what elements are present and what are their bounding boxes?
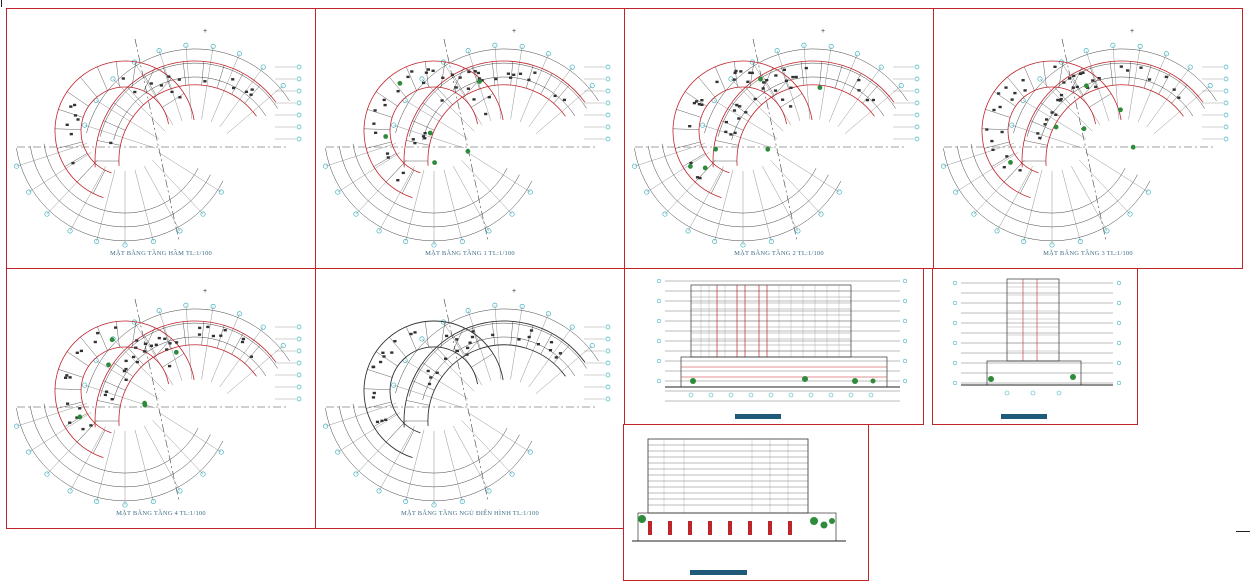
north-mark: + (203, 288, 207, 295)
front-elevation-drawing (656, 278, 908, 402)
rear-elevation-drawing (632, 438, 846, 542)
floor4-plan-drawing: + (14, 288, 302, 508)
sheet-typical-floor-plan: + MẶT BẰNG TẦNG NGỦ ĐIỂN HÌNH TL:1/100 (315, 268, 625, 529)
floor2-plan-drawing: + (632, 28, 920, 248)
grid-arcs (325, 308, 599, 502)
sheet-title: MẶT BẰNG TẦNG 4 TL:1/100 (116, 510, 206, 517)
planting (688, 76, 823, 171)
floor3-plan-drawing: + (941, 28, 1229, 248)
sheet-side-elevation (932, 268, 1138, 425)
sheet-title: MẶT BẰNG TẦNG 1 TL:1/100 (425, 250, 515, 257)
sheet-floor3-plan: + MẶT BẰNG TẦNG 3 TL:1/100 (933, 8, 1243, 269)
radial-grid (16, 45, 296, 245)
furniture (985, 65, 1181, 172)
grid-bubbles (632, 42, 920, 248)
side-elevation-drawing (952, 278, 1122, 396)
radial-grid (943, 45, 1223, 245)
sheet-floor2-plan: + MẶT BẰNG TẦNG 2 TL:1/100 (624, 8, 934, 269)
axis-line (134, 38, 180, 242)
north-mark: + (512, 288, 516, 295)
radial-grid (16, 305, 296, 505)
building-footprint (54, 60, 277, 198)
grid-arcs (634, 48, 908, 242)
typical-floor-plan-drawing: + (323, 288, 611, 508)
corner-mark (1, 0, 2, 7)
furniture (372, 68, 566, 182)
building-footprint (981, 60, 1204, 198)
furniture (65, 75, 254, 165)
sheet-floor1-plan: + MẶT BẰNG TẦNG 1 TL:1/100 (315, 8, 625, 269)
grid-bubbles (14, 302, 302, 508)
axis-line (134, 298, 180, 502)
axis-line (1061, 38, 1107, 242)
sheet-title: MẶT BẰNG TẦNG HẦM TL:1/100 (110, 250, 212, 257)
sheet-rear-elevation (623, 424, 869, 581)
north-mark: + (821, 28, 825, 35)
radial-grid (634, 45, 914, 245)
building-footprint (363, 60, 586, 198)
elevation-title-bar (735, 414, 781, 419)
grid-bubbles (14, 42, 302, 248)
floor1-plan-drawing: + (323, 28, 611, 248)
grid-bubbles (323, 302, 611, 508)
grid-arcs (16, 308, 290, 502)
room-partitions (55, 321, 261, 454)
north-mark: + (512, 28, 516, 35)
sheet-basement-plan: + MẶT BẰNG TẦNG HẦM TL:1/100 (6, 8, 316, 269)
room-partitions (364, 321, 570, 454)
sheet-title: MẶT BẰNG TẦNG NGỦ ĐIỂN HÌNH TL:1/100 (401, 510, 539, 517)
planting (77, 337, 179, 420)
grid-arcs (16, 48, 290, 242)
room-partitions (55, 61, 261, 194)
grid-bubbles (323, 42, 611, 248)
axis-line (752, 38, 798, 242)
building-footprint (672, 60, 895, 198)
axis-line (443, 38, 489, 242)
north-mark: + (203, 28, 207, 35)
grid-bubbles (941, 42, 1229, 248)
room-partitions (364, 61, 570, 194)
radial-grid (325, 305, 605, 505)
elevation-title-bar (690, 570, 747, 575)
room-partitions (673, 61, 879, 194)
grid-arcs (325, 48, 599, 242)
furniture (64, 325, 253, 431)
planting (1008, 83, 1136, 165)
grid-arcs (943, 48, 1217, 242)
planting (383, 79, 482, 166)
sheet-floor4-plan: + MẶT BẰNG TẦNG 4 TL:1/100 (6, 268, 316, 529)
furniture (688, 66, 875, 180)
north-mark: + (1130, 28, 1134, 35)
building-footprint (54, 320, 277, 458)
building-footprint (363, 320, 586, 459)
axis-line (443, 298, 489, 502)
basement-plan-drawing: + (14, 28, 302, 248)
sheet-title: MẶT BẰNG TẦNG 2 TL:1/100 (734, 250, 824, 257)
edge-mark (1236, 531, 1250, 532)
radial-grid (325, 45, 605, 245)
furniture (371, 329, 562, 424)
elevation-title-bar (1001, 414, 1047, 419)
sheet-front-elevation (624, 268, 924, 425)
sheet-title: MẶT BẰNG TẦNG 3 TL:1/100 (1043, 250, 1133, 257)
